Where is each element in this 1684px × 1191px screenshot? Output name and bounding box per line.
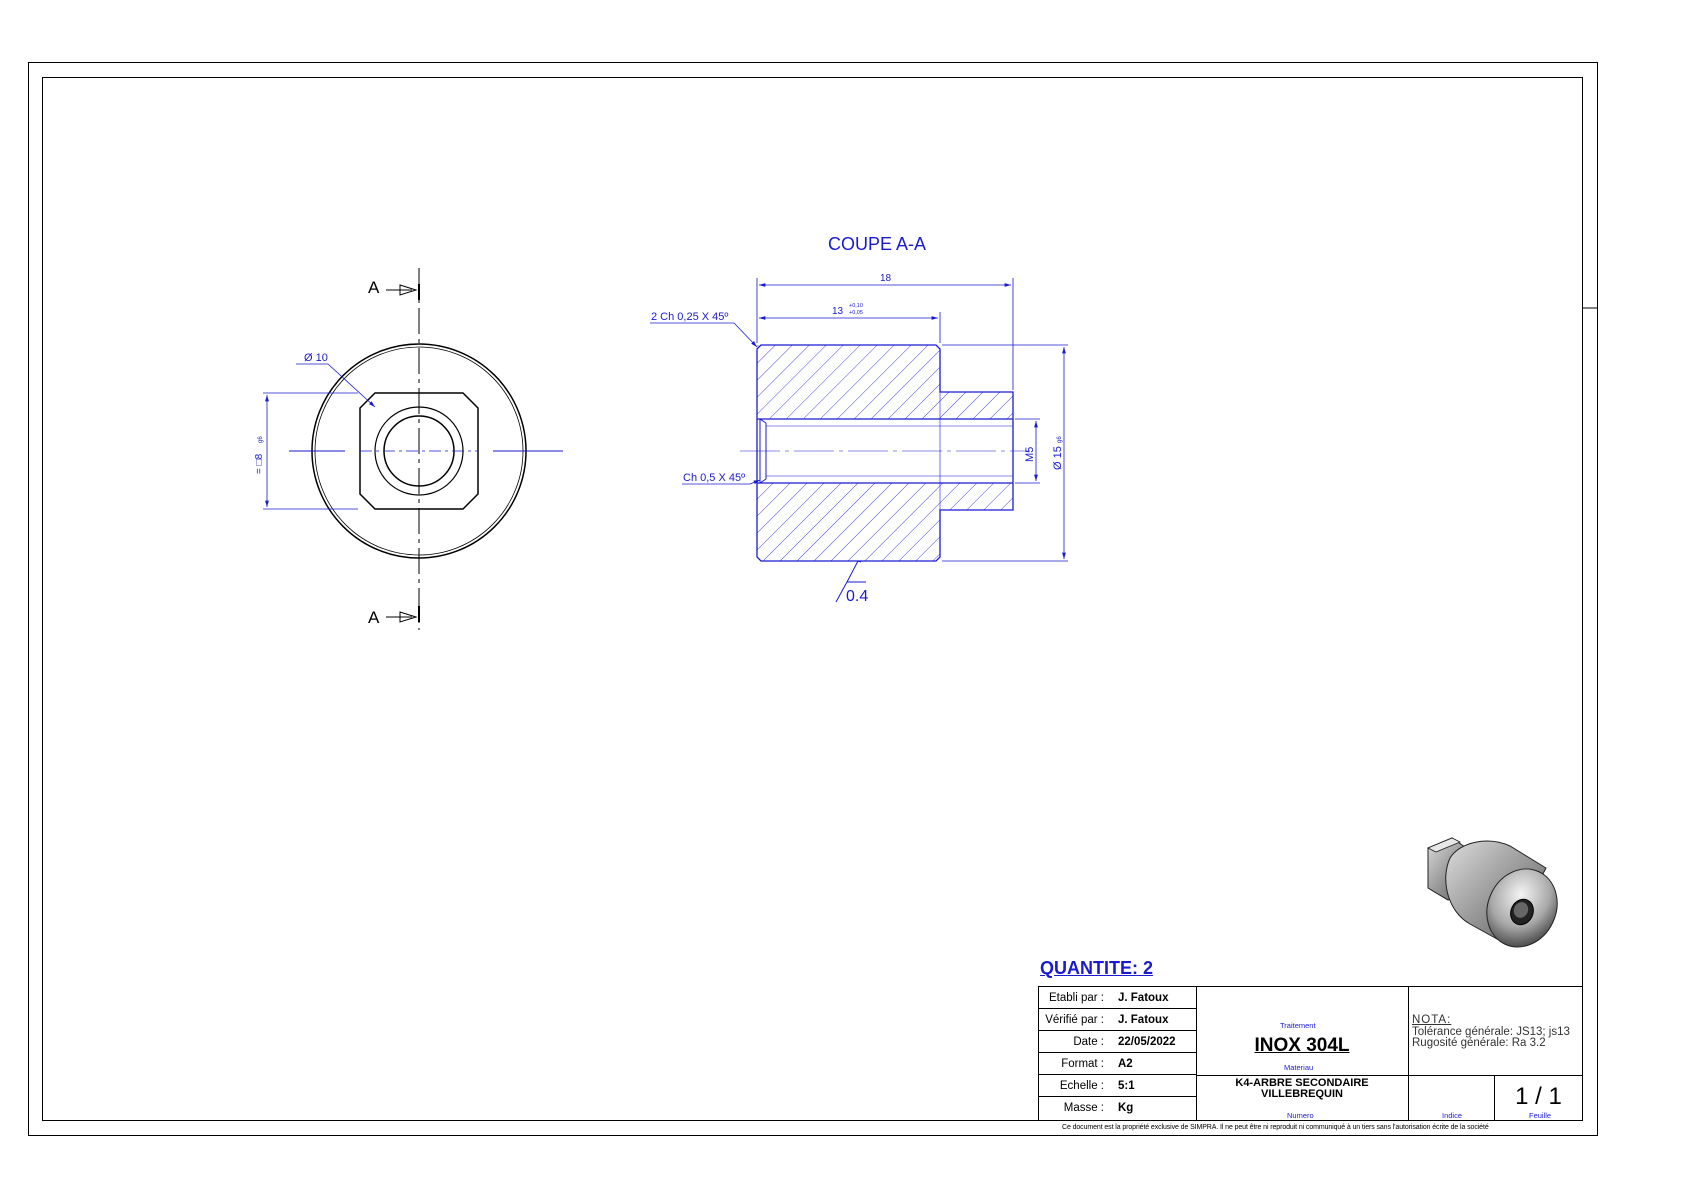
nota-roughness: Rugosité générale: Ra 3.2 (1412, 1037, 1546, 1049)
total-length-dimension: 18 (880, 273, 892, 284)
drawing-frame-outer (28, 62, 1598, 1136)
roughness-value: 0.4 (846, 588, 868, 605)
tb-divider (1196, 987, 1197, 1120)
part-name: K4-ARBRE SECONDAIRE VILLEBREQUIN (1196, 1078, 1408, 1100)
shoulder-tol-lower: +0,05 (849, 310, 863, 316)
roughness-symbol (835, 560, 862, 603)
isometric-view (1427, 837, 1558, 948)
nota-title: NOTA: (1412, 1014, 1452, 1026)
material-value: INOX 304L (1254, 1035, 1350, 1056)
tb-row-masse: Masse : Kg (1039, 1097, 1196, 1119)
property-disclaimer: Ce document est la propriété exclusive d… (1062, 1124, 1489, 1131)
material-label: Materiau (1284, 1063, 1314, 1072)
nota-tolerance: Tolérance générale: JS13; js13 (1412, 1025, 1570, 1038)
thread-dimension: M5 (1024, 447, 1036, 462)
tb-value: J. Fatoux (1118, 1014, 1169, 1026)
tb-label: Vérifié par : (1045, 1014, 1104, 1026)
part-name-line2: VILLEBREQUIN (1261, 1088, 1343, 1100)
feuille-label: Feuille (1529, 1111, 1552, 1120)
outer-diameter-tolerance: g6 (1057, 436, 1063, 443)
tb-divider (1196, 1075, 1583, 1076)
quantity-label: QUANTITE: 2 (1040, 958, 1154, 978)
section-outline (756, 344, 1014, 562)
traitement-label: Traitement (1280, 1021, 1316, 1030)
nota-block: NOTA: Tolérance générale: JS13; js13 Rug… (1412, 1014, 1570, 1050)
tb-row-etabli: Etabli par : J. Fatoux (1039, 987, 1196, 1009)
tb-value: A2 (1118, 1058, 1133, 1070)
title-block: Etabli par : J. Fatoux Vérifié par : J. … (1038, 986, 1583, 1121)
square-profile (359, 392, 479, 510)
square-tolerance: g6 (258, 436, 264, 443)
tb-value: Kg (1118, 1102, 1134, 1114)
section-view: COUPE A-A 18 13 +0,10 +0,05 2 Ch 0,25 X … (650, 234, 1068, 605)
section-title: COUPE A-A (828, 234, 926, 254)
tb-label: Masse : (1063, 1102, 1104, 1114)
tb-row-echelle: Echelle : 5:1 (1039, 1075, 1196, 1097)
tb-label: Format : (1061, 1058, 1104, 1070)
square-dimension: = □8 (254, 453, 265, 474)
tb-label: Echelle : (1059, 1080, 1104, 1092)
indice-label: Indice (1442, 1111, 1463, 1120)
tb-value: 5:1 (1118, 1080, 1135, 1092)
numero-label: Numero (1287, 1111, 1314, 1120)
section-mark-top: A (368, 278, 380, 297)
section-mark-bottom: A (368, 608, 380, 627)
outer-chamfer-callout: 2 Ch 0,25 X 45º (651, 311, 728, 323)
tb-value: J. Fatoux (1118, 992, 1169, 1004)
sheet-number: 1 / 1 (1515, 1083, 1562, 1110)
tb-value: 22/05/2022 (1118, 1036, 1176, 1048)
tb-divider (1408, 987, 1409, 1120)
drawing-frame-inner (42, 77, 1583, 1121)
tb-row-format: Format : A2 (1039, 1053, 1196, 1075)
shoulder-length-dimension: 13 (832, 306, 844, 317)
tb-divider (1494, 1075, 1495, 1120)
inner-chamfer-callout: Ch 0,5 X 45º (683, 472, 745, 484)
shoulder-tol-upper: +0,10 (849, 303, 863, 309)
part-name-line1: K4-ARBRE SECONDAIRE (1235, 1077, 1369, 1089)
tb-label: Date : (1073, 1036, 1104, 1048)
front-view: A A = □8 g6 Ø 10 (254, 268, 563, 630)
outer-diameter-dimension: Ø 15 (1052, 446, 1064, 470)
tb-row-verifie: Vérifié par : J. Fatoux (1039, 1009, 1196, 1031)
tb-label: Etabli par : (1049, 992, 1104, 1004)
square-diameter-dimension: Ø 10 (304, 352, 328, 364)
tb-row-date: Date : 22/05/2022 (1039, 1031, 1196, 1053)
